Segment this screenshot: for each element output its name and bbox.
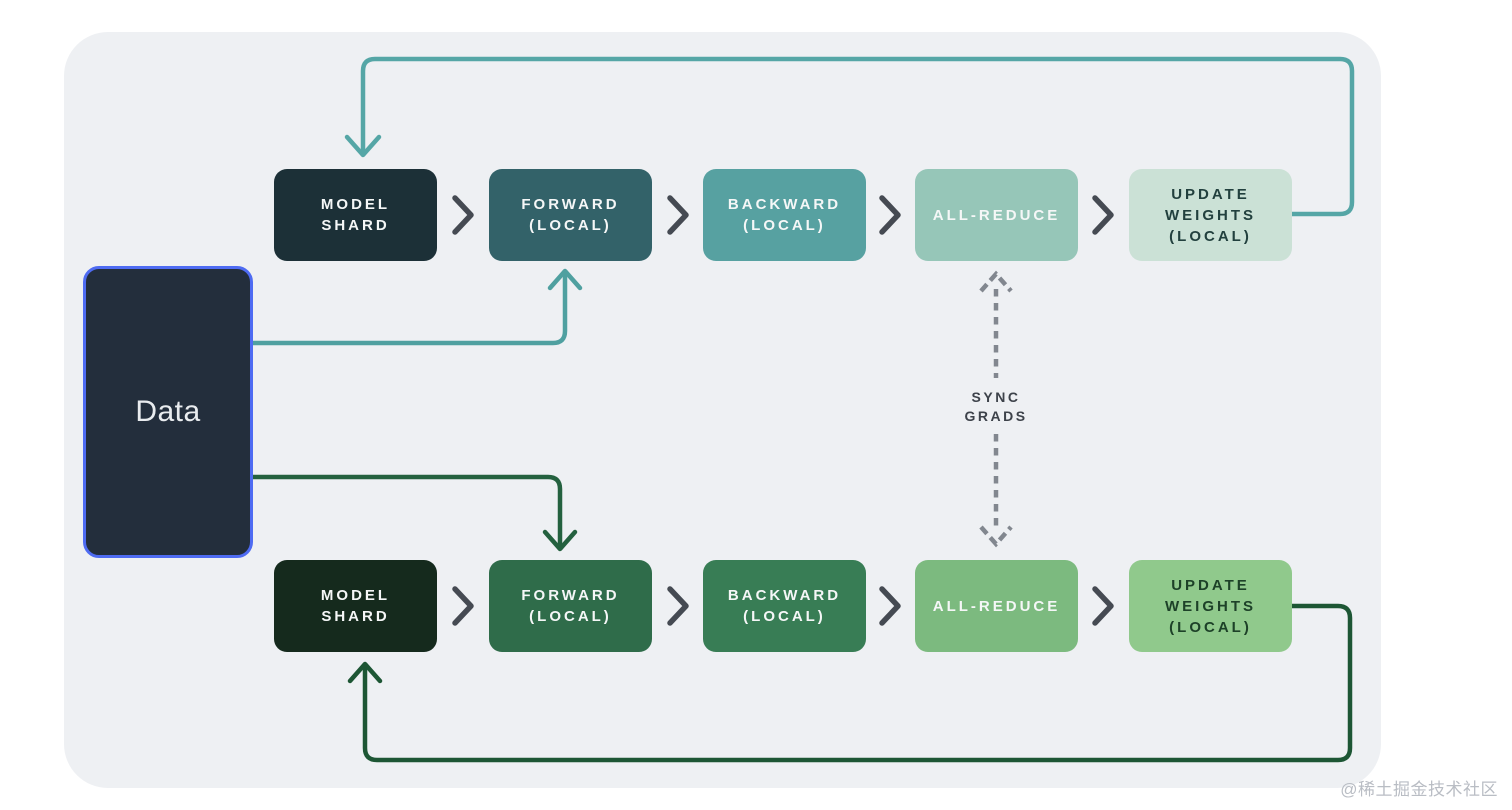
node-update-weights-bottom: UPDATE WEIGHTS (LOCAL) [1129, 560, 1292, 652]
data-source-label: Data [135, 395, 201, 428]
node-model-shard-top: MODEL SHARD [274, 169, 437, 261]
node-forward-local-top: FORWARD (LOCAL) [489, 169, 652, 261]
node-all-reduce-top: ALL-REDUCE [915, 169, 1078, 261]
node-update-weights-top: UPDATE WEIGHTS (LOCAL) [1129, 169, 1292, 261]
sync-grads-label: SYNC GRADS [964, 389, 1028, 424]
node-all-reduce-bottom: ALL-REDUCE [915, 560, 1078, 652]
diagram-panel [64, 32, 1381, 788]
watermark: @稀土掘金技术社区 [1340, 780, 1498, 799]
data-source-node: Data [83, 266, 253, 558]
node-backward-local-bottom: BACKWARD (LOCAL) [703, 560, 866, 652]
node-forward-local-bottom: FORWARD (LOCAL) [489, 560, 652, 652]
node-backward-local-top: BACKWARD (LOCAL) [703, 169, 866, 261]
node-model-shard-bottom: MODEL SHARD [274, 560, 437, 652]
